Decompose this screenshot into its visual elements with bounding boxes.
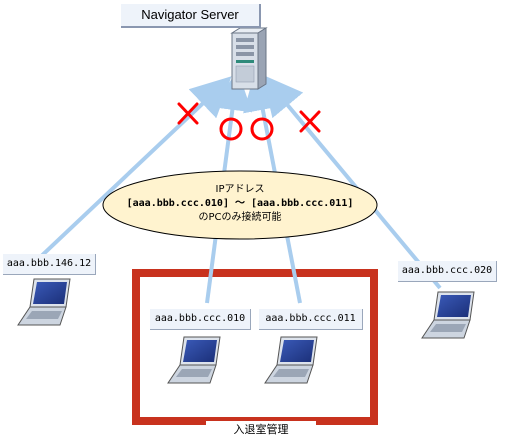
deny-mark-right — [299, 110, 321, 133]
server-icon — [230, 27, 268, 90]
allow-mark-011 — [250, 117, 274, 141]
pc-ip-label-146: aaa.bbb.146.12 — [3, 254, 96, 275]
arrow-pc-146 — [33, 76, 232, 264]
access-note-line2: [aaa.bbb.ccc.010] ～ [aaa.bbb.ccc.011] — [126, 198, 354, 209]
room-border — [132, 269, 378, 425]
laptop-icon-020 — [421, 291, 475, 339]
server-title: Navigator Server — [121, 4, 261, 28]
allow-mark-010 — [219, 117, 243, 141]
laptop-icon-146 — [17, 278, 71, 326]
laptop-icon-011 — [264, 336, 318, 384]
pc-ip-label-020: aaa.bbb.ccc.020 — [398, 261, 497, 282]
room-label: 入退室管理 — [206, 421, 316, 439]
pc-ip-label-010: aaa.bbb.ccc.010 — [150, 309, 251, 330]
access-note: IPアドレス [aaa.bbb.ccc.010] ～ [aaa.bbb.ccc.… — [110, 183, 370, 225]
access-note-line1: IPアドレス — [215, 184, 265, 195]
deny-mark-left — [177, 102, 199, 125]
laptop-icon-010 — [167, 336, 221, 384]
pc-ip-label-011: aaa.bbb.ccc.011 — [259, 309, 363, 330]
access-note-line3: のPCのみ接続可能 — [198, 212, 282, 223]
access-note-ellipse — [102, 170, 378, 240]
